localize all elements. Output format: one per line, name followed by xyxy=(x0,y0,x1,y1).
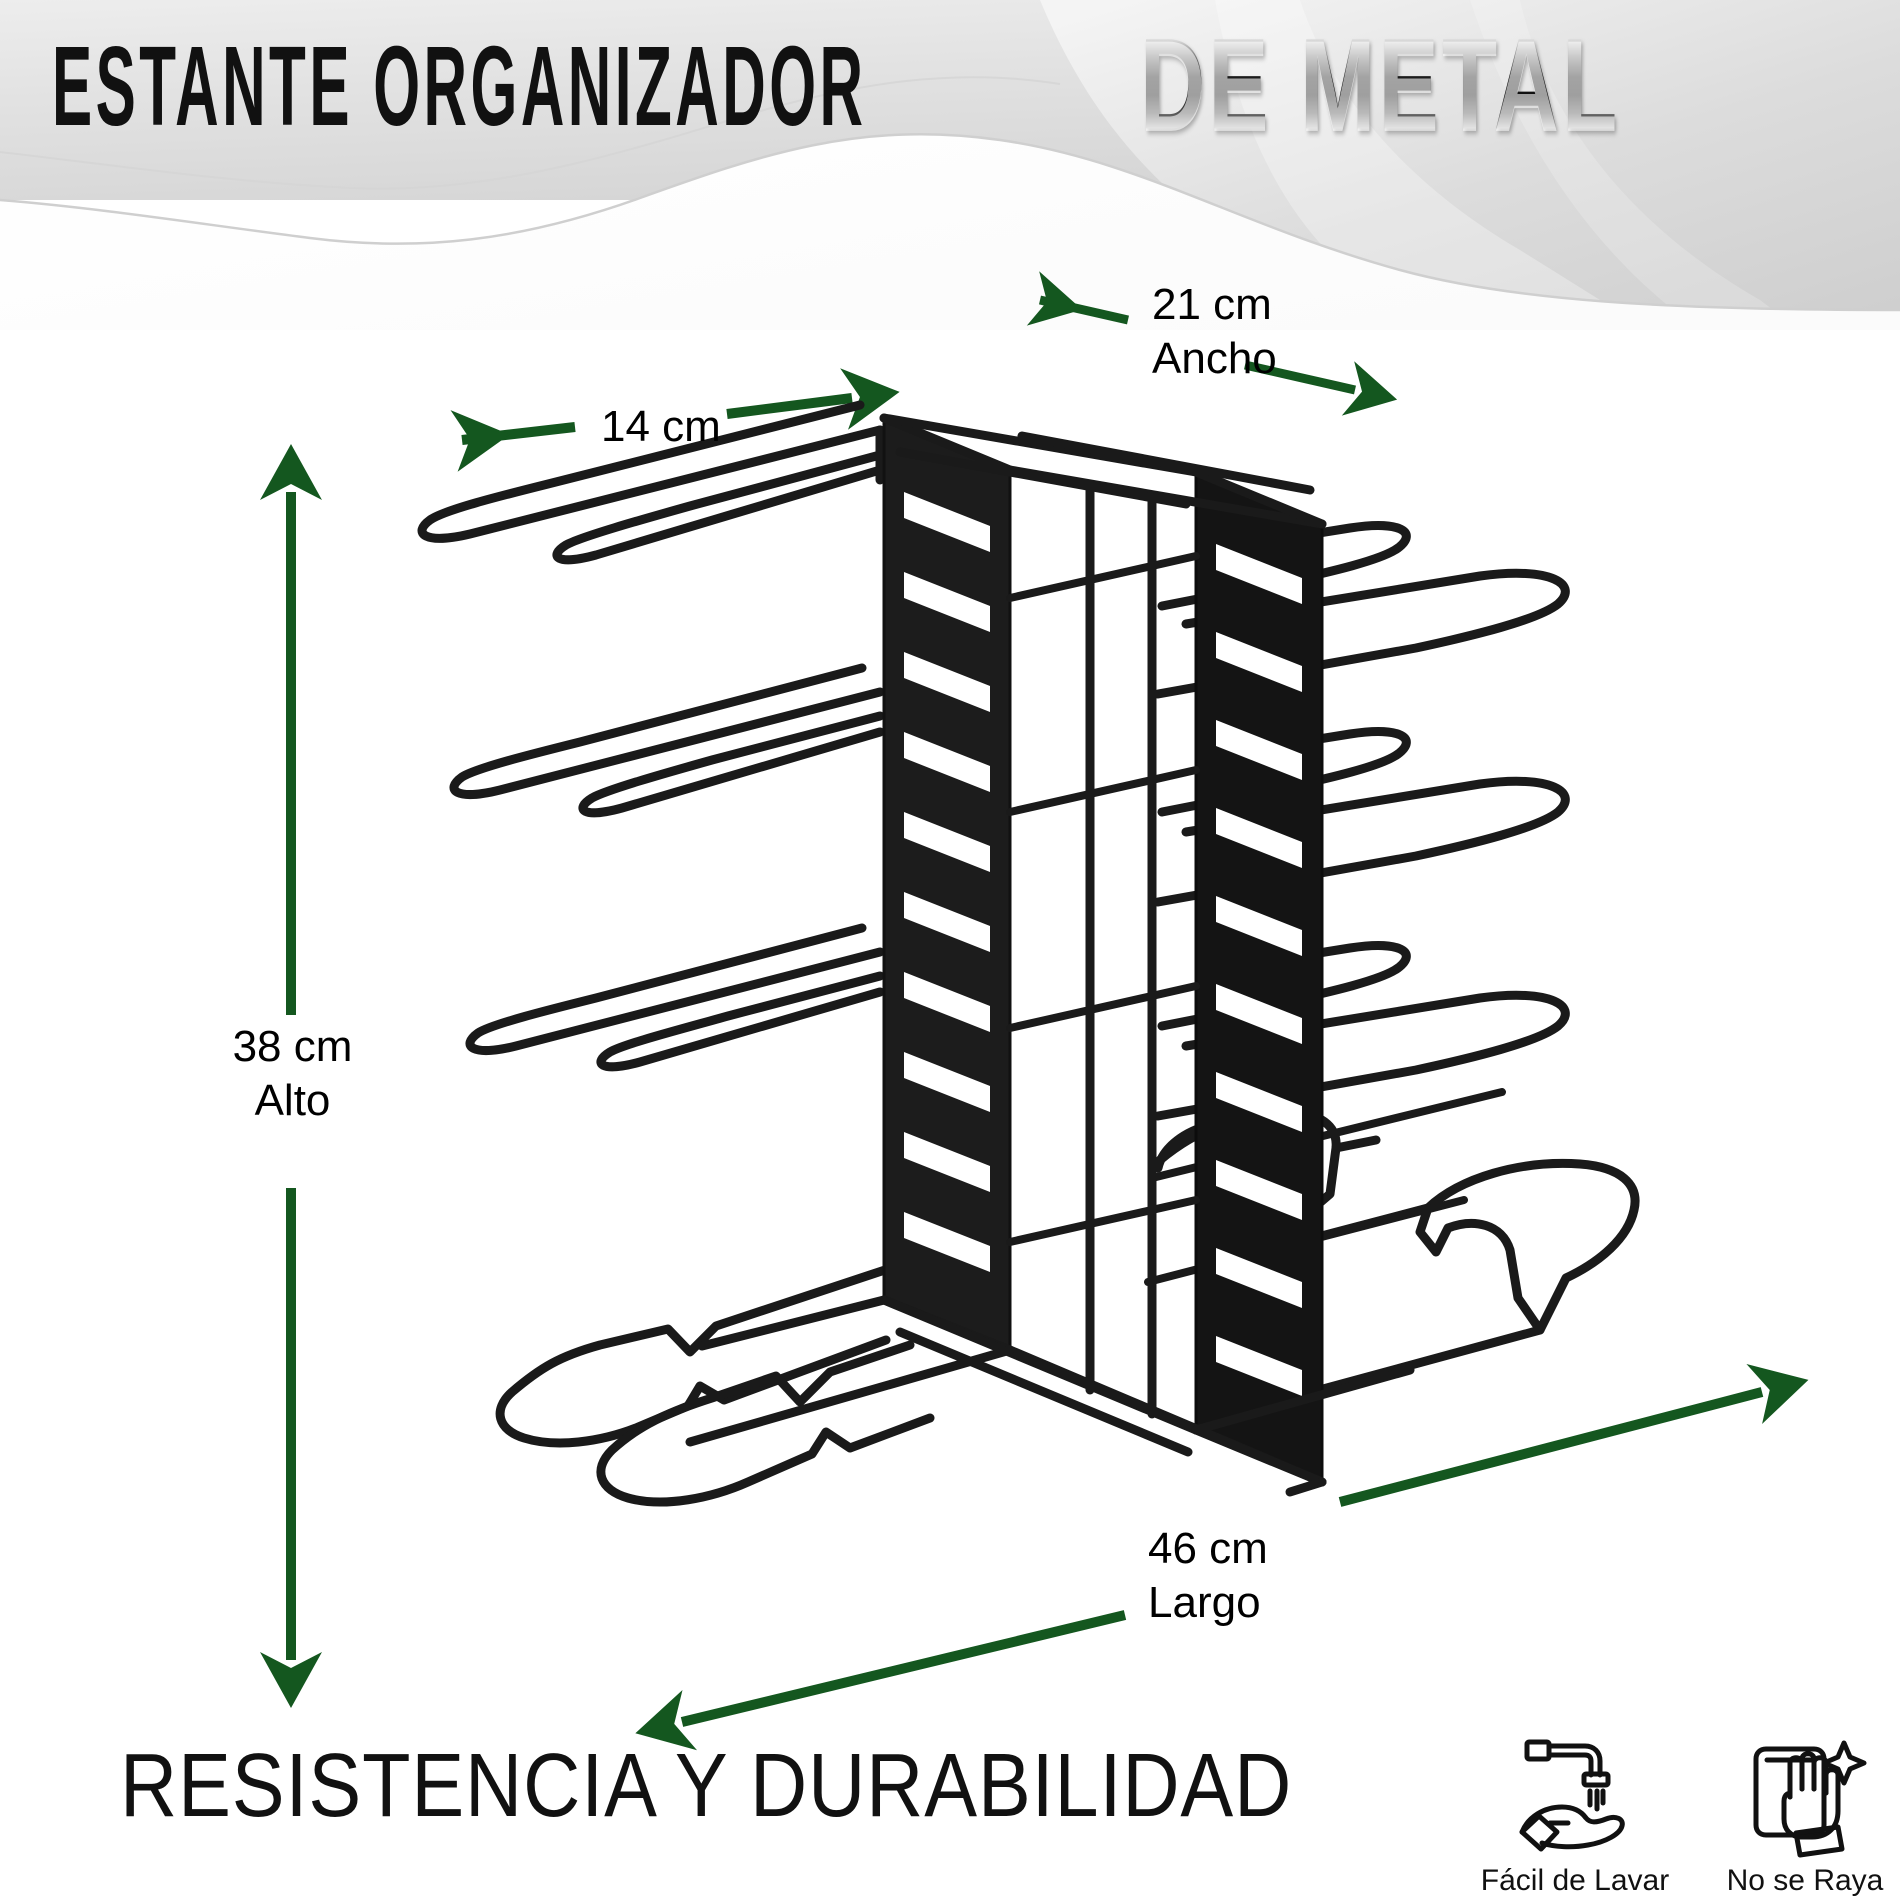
banner-background xyxy=(0,0,1900,330)
title-row: ESTANTE ORGANIZADOR DE METAL xyxy=(0,0,1900,175)
feature-label-scratch-resistant: No se Raya xyxy=(1726,1864,1884,1897)
dimension-height-value: 38 cm xyxy=(232,1022,353,1071)
panel-back-slotted xyxy=(1194,470,1324,1484)
wire-tier-left-4-lid-holder xyxy=(495,1260,935,1507)
feature-scratch-resistant: No se Raya xyxy=(1700,1730,1900,1898)
panel-back-slots xyxy=(1216,544,1302,1396)
frame-struts xyxy=(1085,483,1157,1419)
header-banner: ESTANTE ORGANIZADOR DE METAL xyxy=(0,0,1900,330)
panel-front-slotted xyxy=(882,416,1012,1352)
dimension-length-name: Largo xyxy=(1148,1577,1261,1627)
arrow-length-upper-right xyxy=(1338,1364,1809,1507)
frame-top xyxy=(879,413,1327,529)
faucet-hand-wash-icon xyxy=(1470,1730,1680,1860)
dimension-length-value: 46 cm xyxy=(1148,1524,1268,1573)
feature-easy-to-wash: Fácil de Lavar xyxy=(1470,1730,1680,1898)
dimension-label-length: 46 cm Largo xyxy=(1148,1522,1268,1629)
arrow-width-right xyxy=(1244,360,1398,416)
wire-tier-left-2 xyxy=(449,663,885,818)
footer-tagline: RESISTENCIA Y DURABILIDAD xyxy=(120,1736,1293,1836)
frame-bottom xyxy=(879,1295,1327,1487)
dimension-height-name: Alto xyxy=(254,1075,331,1125)
dimension-depth-value: 14 cm xyxy=(601,402,721,451)
page-title-accent: DE METAL xyxy=(1140,11,1621,157)
dimension-width-name: Ancho xyxy=(1152,333,1277,383)
dimension-label-depth: 14 cm xyxy=(601,400,721,454)
wire-tier-left-3 xyxy=(465,923,885,1072)
frame-bottom-runners xyxy=(685,1295,1415,1497)
arrow-length-lower-left xyxy=(635,1610,1127,1751)
feature-label-easy-to-wash: Fácil de Lavar xyxy=(1480,1864,1670,1897)
panel-front-slots xyxy=(904,492,990,1272)
frame-cross-rails xyxy=(1006,552,1200,1246)
arrow-depth-right xyxy=(726,368,900,430)
wire-tier-left-1 xyxy=(417,400,885,565)
glove-cloth-sparkle-icon xyxy=(1700,1730,1900,1860)
dimension-label-width: 21 cm Ancho xyxy=(1152,278,1277,385)
dimension-label-height: 38 cm Alto xyxy=(165,1020,420,1127)
page-title-primary: ESTANTE ORGANIZADOR xyxy=(52,23,867,151)
dimension-width-value: 21 cm xyxy=(1152,280,1272,329)
arrow-depth-left xyxy=(450,410,576,472)
arrow-width-left xyxy=(1026,271,1129,326)
